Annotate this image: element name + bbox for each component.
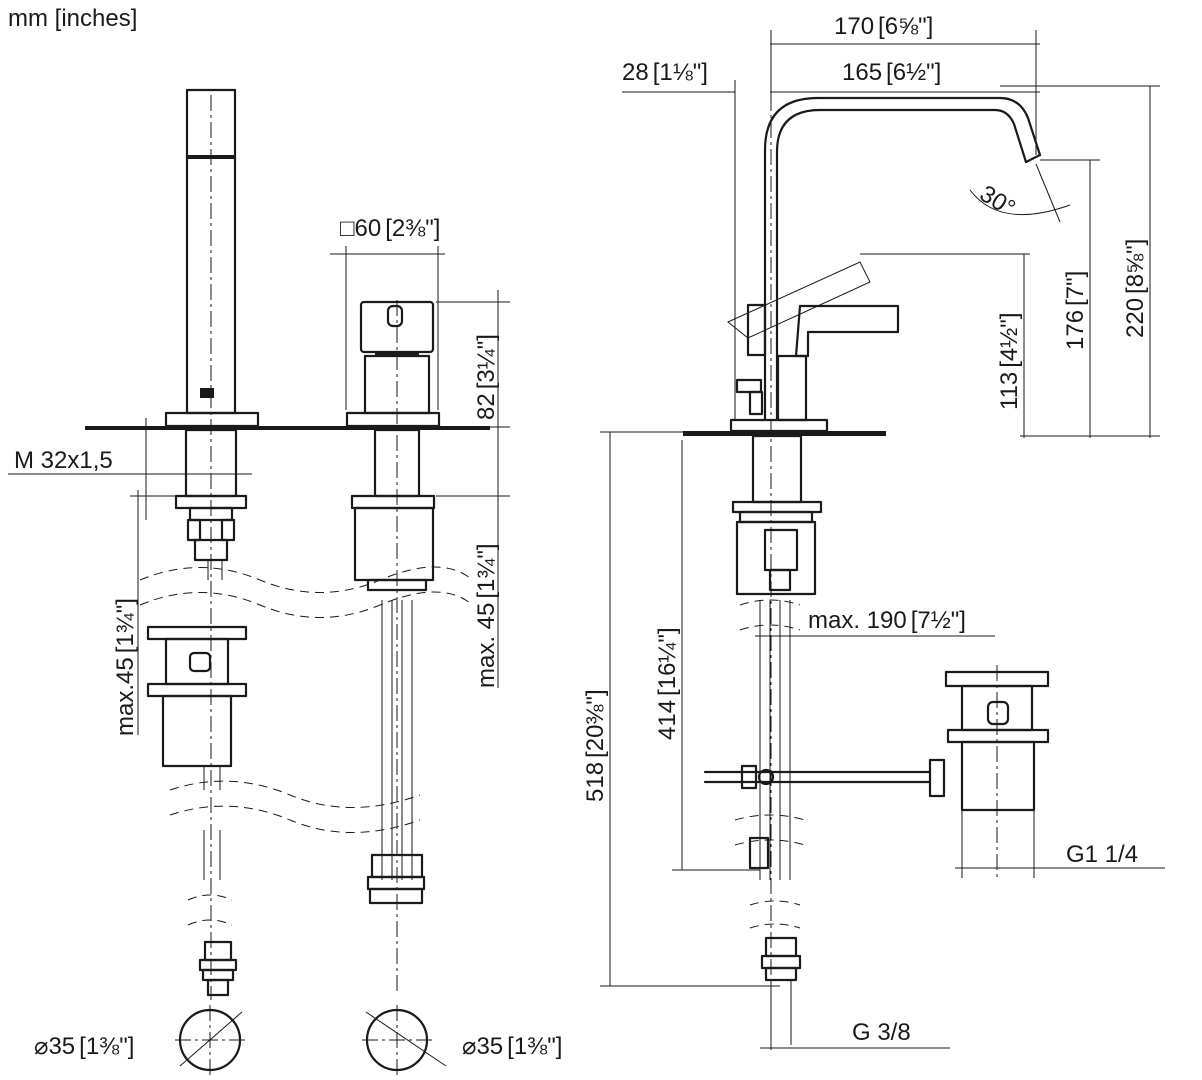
offset-inch: 1⅛" bbox=[659, 59, 701, 86]
depth-hoses-bracket-close: ] bbox=[654, 627, 681, 634]
depth-hoses-bracket-open: [ bbox=[654, 689, 681, 696]
height-lever-label: 113 [4½"] bbox=[996, 313, 1023, 411]
thread-label: M 32x1,5 bbox=[14, 447, 113, 474]
reach-total-label: 170[6⅝"] bbox=[834, 13, 933, 40]
drain-reach-label: max. 190[7½"] bbox=[808, 607, 966, 634]
drain-reach-bracket-close: ] bbox=[959, 607, 966, 634]
depth-total-label: 518 [20⅜"] bbox=[582, 689, 609, 802]
dia-right-label: ⌀35[1⅜"] bbox=[462, 1033, 562, 1060]
offset-bracket-close: ] bbox=[701, 59, 708, 86]
valve-max-mm: max. 45 bbox=[473, 603, 500, 688]
height-lever-inch: 4½" bbox=[996, 319, 1023, 361]
dim-lines-left bbox=[8, 246, 510, 735]
square-inch: 2⅜" bbox=[392, 215, 434, 242]
height-lever-bracket-open: [ bbox=[996, 361, 1023, 368]
break-lines-right bbox=[734, 599, 806, 929]
units-note: mm [inches] bbox=[8, 5, 137, 32]
angle-label: 30° bbox=[975, 180, 1020, 222]
reach-spout-mm: 165 bbox=[842, 59, 882, 86]
dia-left-bracket-close: ] bbox=[128, 1033, 135, 1060]
drain-reach-inch: 7½" bbox=[917, 607, 959, 634]
handle-height-bracket-open: [ bbox=[473, 382, 500, 389]
height-outlet-inch: 7" bbox=[1062, 277, 1089, 299]
offset-bracket-open: [ bbox=[653, 59, 660, 86]
valve-left bbox=[345, 300, 441, 995]
height-total-inch: 8⅝" bbox=[1122, 245, 1149, 287]
height-lever-mm: 113 bbox=[996, 372, 1023, 410]
valve-max-label: max. 45 [1¾"] bbox=[473, 543, 500, 688]
reach-spout-bracket-open: [ bbox=[886, 59, 893, 86]
square-label: □60[2⅜"] bbox=[340, 215, 440, 242]
spout-right bbox=[703, 95, 1042, 1050]
dia-right-symbol: ⌀ bbox=[462, 1033, 476, 1060]
handle-height-inch: 3¼" bbox=[473, 341, 500, 383]
dim-lines-right bbox=[600, 30, 1165, 1049]
offset-mm: 28 bbox=[622, 59, 649, 86]
height-lever-bracket-close: ] bbox=[996, 313, 1023, 320]
spout-max-inch: 1¾" bbox=[112, 605, 139, 647]
spout-max-bracket-open: [ bbox=[112, 646, 139, 653]
spout-max-label: max.45 [1¾"] bbox=[112, 598, 139, 736]
offset-label: 28[1⅛"] bbox=[622, 59, 708, 86]
height-total-label: 220 [8⅝"] bbox=[1122, 239, 1149, 338]
square-mm: 60 bbox=[355, 215, 382, 242]
spout-max-mm: max.45 bbox=[112, 657, 139, 736]
spout-left bbox=[146, 88, 260, 1000]
deck-plate-left bbox=[85, 426, 490, 430]
handle-height-mm: 82 bbox=[473, 393, 500, 420]
deck-plate-right bbox=[683, 431, 886, 436]
depth-total-bracket-open: [ bbox=[582, 751, 609, 758]
dia-right-inch: 1⅜" bbox=[514, 1033, 556, 1060]
valve-max-inch: 1¾" bbox=[473, 550, 500, 592]
square-bracket-close: ] bbox=[434, 215, 441, 242]
reach-total-bracket-close: ] bbox=[927, 13, 934, 40]
dia-left-mm: 35 bbox=[48, 1033, 75, 1060]
spout-max-bracket-close: ] bbox=[112, 598, 139, 605]
dia-left-bracket-open: [ bbox=[79, 1033, 86, 1060]
depth-total-bracket-close: ] bbox=[582, 689, 609, 696]
reach-spout-inch: 6½" bbox=[893, 59, 935, 86]
depth-hoses-mm: 414 bbox=[654, 700, 681, 740]
depth-total-inch: 20⅜" bbox=[582, 696, 609, 751]
valve-max-bracket-close: ] bbox=[473, 543, 500, 550]
depth-total-mm: 518 bbox=[582, 762, 609, 802]
handle-height-label: 82 [3¼"] bbox=[473, 334, 500, 420]
square-bracket-open: [ bbox=[385, 215, 392, 242]
depth-hoses-label: 414 [16¼"] bbox=[654, 627, 681, 740]
waste-thread-label: G1 1/4 bbox=[1066, 841, 1138, 868]
dia-right-bracket-close: ] bbox=[556, 1033, 563, 1060]
height-outlet-bracket-open: [ bbox=[1062, 299, 1089, 306]
handle-height-bracket-close: ] bbox=[473, 334, 500, 341]
dia-left-symbol: ⌀ bbox=[34, 1033, 48, 1060]
supply-thread-label: G 3/8 bbox=[852, 1019, 911, 1046]
reach-spout-label: 165[6½"] bbox=[842, 59, 941, 86]
depth-hoses-inch: 16¼" bbox=[654, 634, 681, 689]
reach-total-bracket-open: [ bbox=[878, 13, 885, 40]
valve-max-bracket-open: [ bbox=[473, 592, 500, 599]
dia-right-mm: 35 bbox=[476, 1033, 503, 1060]
height-outlet-bracket-close: ] bbox=[1062, 271, 1089, 278]
drain-reach-mm: max. 190 bbox=[808, 607, 907, 634]
square-symbol: □ bbox=[340, 215, 355, 242]
drain-reach-bracket-open: [ bbox=[911, 607, 918, 634]
pop-up-waste bbox=[928, 665, 1050, 880]
base-circles-left bbox=[175, 1005, 447, 1075]
left-view: M 32x1,5 □60[2⅜"] 82[3¼"] max. 45[1¾"] m… bbox=[8, 88, 562, 1075]
reach-total-inch: 6⅝" bbox=[885, 13, 927, 40]
dia-left-label: ⌀35[1⅜"] bbox=[34, 1033, 134, 1060]
height-total-bracket-close: ] bbox=[1122, 239, 1149, 246]
height-outlet-label: 176 [7"] bbox=[1062, 271, 1089, 350]
dia-left-inch: 1⅜" bbox=[86, 1033, 128, 1060]
right-view: 170[6⅝"] 165[6½"] 28[1⅛"] 30° 220[8⅝"] 1… bbox=[582, 13, 1165, 1050]
reach-total-mm: 170 bbox=[834, 13, 874, 40]
reach-spout-bracket-close: ] bbox=[935, 59, 942, 86]
height-total-mm: 220 bbox=[1122, 298, 1149, 338]
height-total-bracket-open: [ bbox=[1122, 287, 1149, 294]
break-lines-left bbox=[139, 566, 471, 926]
height-outlet-mm: 176 bbox=[1062, 310, 1089, 350]
dia-right-bracket-open: [ bbox=[507, 1033, 514, 1060]
